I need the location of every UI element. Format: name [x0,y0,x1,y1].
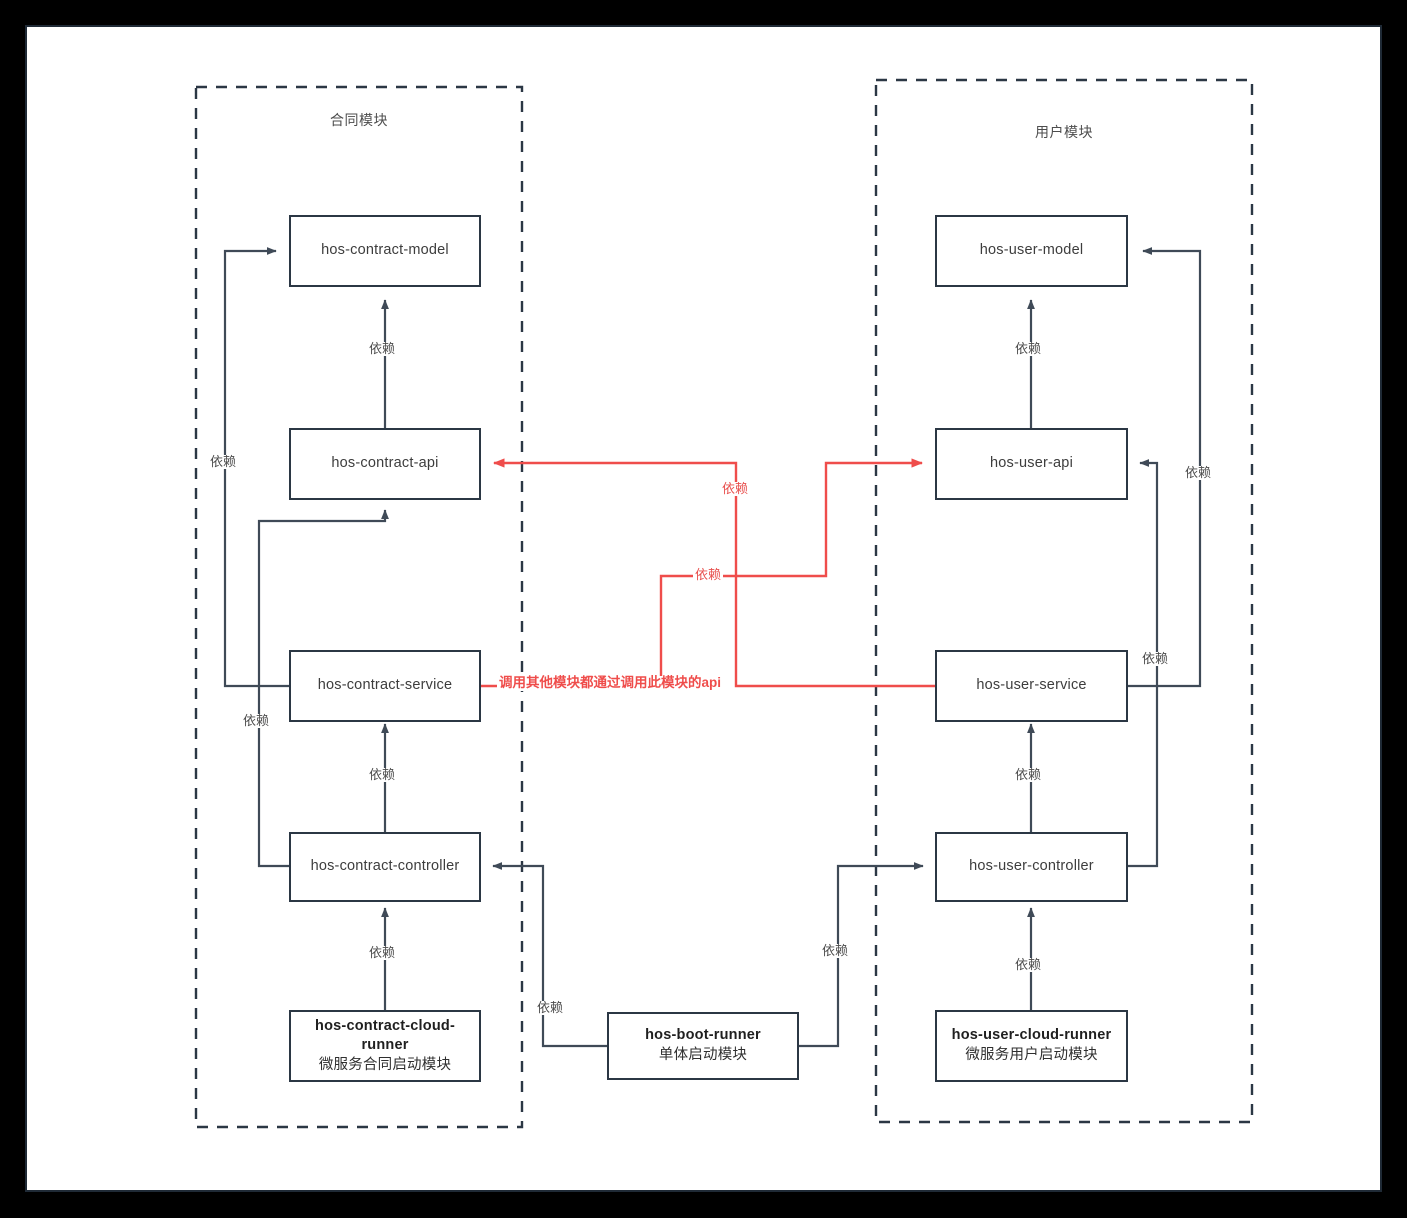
node-label: hos-contract-controller [310,858,460,875]
node-sublabel: 微服务合同启动模块 [318,1056,452,1073]
edge-label-user-service-to-model: 依赖 [1183,465,1214,481]
edge-label-user-controller-to-service: 依赖 [1013,767,1044,783]
edge-label-user-cloudrunner-to-controller: 依赖 [1013,957,1044,973]
user-module-title: 用户模块 [1035,124,1093,140]
node-hos-contract-controller[interactable]: hos-contract-controller [289,832,481,902]
edge-label-contract-service-to-model: 依赖 [208,454,239,470]
edge-label-user-controller-to-api: 依赖 [1140,651,1171,667]
node-hos-user-cloud-runner[interactable]: hos-user-cloud-runner 微服务用户启动模块 [935,1010,1128,1082]
node-label: hos-user-model [979,242,1084,259]
node-label: hos-user-cloud-runner [951,1027,1112,1044]
contract-module-container [194,85,524,1129]
edge-label-bootrunner-to-contract-controller: 依赖 [535,1000,566,1016]
node-label: hos-contract-api [331,455,439,472]
node-sublabel: 单体启动模块 [658,1047,748,1063]
edge-bootrunner-to-contract-controller [492,862,607,1048]
edge-label-contract-api-to-model: 依赖 [367,341,398,357]
edge-user-service-to-contract-api [493,458,1128,688]
node-label: hos-user-api [990,455,1073,472]
node-hos-contract-service[interactable]: hos-contract-service [289,650,481,722]
node-label: hos-contract-service [317,677,453,694]
diagram-canvas [25,25,1382,1192]
node-hos-boot-runner[interactable]: hos-boot-runner 单体启动模块 [607,1012,799,1080]
edge-label-user-api-to-model: 依赖 [1013,341,1044,357]
edge-label-contract-cloudrunner-to-controller: 依赖 [367,945,398,961]
node-sublabel: 微服务用户启动模块 [965,1047,1098,1063]
node-hos-user-api[interactable]: hos-user-api [935,428,1128,500]
node-hos-contract-model[interactable]: hos-contract-model [289,215,481,287]
node-hos-user-controller[interactable]: hos-user-controller [935,832,1128,902]
node-hos-contract-cloud-runner[interactable]: hos-contract-cloud-runner 微服务合同启动模块 [289,1010,481,1082]
node-label: hos-contract-cloud-runner [315,1017,455,1054]
node-label: hos-boot-runner [645,1027,761,1044]
user-module-container [874,78,1254,1124]
edge-label-contract-controller-to-service: 依赖 [367,767,398,783]
edge-label-red-api-note: 调用其他模块都通过调用此模块的api [497,675,724,691]
contract-module-title: 合同模块 [330,112,388,128]
node-hos-user-model[interactable]: hos-user-model [935,215,1128,287]
node-label: hos-contract-model [321,242,449,259]
edge-label-bootrunner-to-user-controller: 依赖 [820,943,851,959]
edge-label-red-mid-dependency: 依赖 [693,567,724,583]
node-hos-contract-api[interactable]: hos-contract-api [289,428,481,500]
node-label: hos-user-controller [969,858,1094,875]
edge-label-contract-controller-to-api: 依赖 [241,713,272,729]
node-label: hos-user-service [976,677,1087,694]
edge-bootrunner-to-user-controller [799,862,924,1048]
edge-contract-controller-to-api [257,509,389,868]
edge-label-red-upper-dependency: 依赖 [720,481,751,497]
node-hos-user-service[interactable]: hos-user-service [935,650,1128,722]
